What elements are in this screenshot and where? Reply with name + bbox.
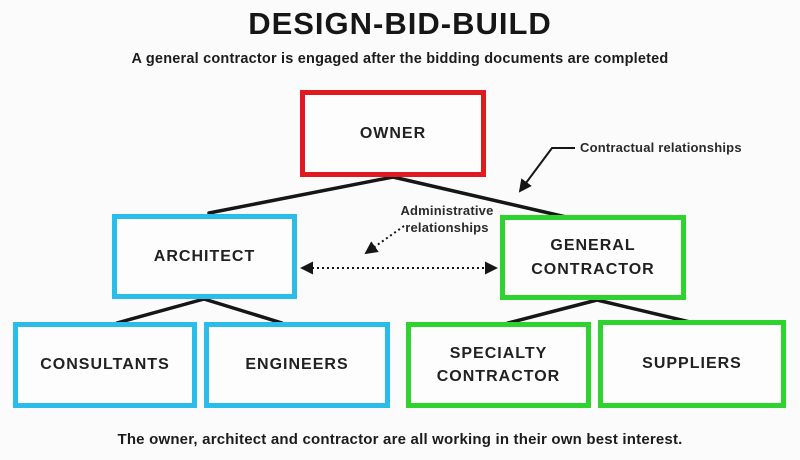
edge-gc-specialty-contractor: [506, 298, 599, 325]
node-consultants: CONSULTANTS: [13, 322, 197, 408]
node-architect: ARCHITECT: [112, 214, 297, 299]
node-architect-label: ARCHITECT: [153, 247, 256, 265]
edge-owner-architect: [207, 175, 395, 215]
node-general-contractor: GENERAL CONTRACTOR: [500, 215, 686, 300]
contractual-relationships-label: Contractual relationships: [580, 140, 742, 155]
node-suppliers: SUPPLIERS: [598, 320, 786, 408]
node-specialty-contractor-label: SPECIALTY CONTRACTOR: [436, 344, 561, 385]
edge-architect-consultants: [115, 297, 206, 325]
node-engineers: ENGINEERS: [204, 322, 390, 408]
node-general-contractor-label: GENERAL CONTRACTOR: [531, 237, 655, 278]
page-title: DESIGN-BID-BUILD: [248, 6, 552, 41]
node-engineers-label: ENGINEERS: [245, 356, 349, 374]
node-specialty-contractor: SPECIALTY CONTRACTOR: [406, 322, 591, 408]
node-consultants-label: CONSULTANTS: [40, 356, 170, 374]
node-owner: OWNER: [300, 90, 486, 177]
administrative-relationships-label: Administrative relationships: [400, 203, 494, 235]
node-suppliers-label: SUPPLIERS: [642, 355, 742, 373]
contractual-callout-arrow: [518, 147, 575, 193]
edge-architect-engineers: [202, 297, 284, 325]
node-owner-label: OWNER: [359, 124, 427, 142]
page-subtitle: A general contractor is engaged after th…: [131, 51, 669, 67]
footer-caption: The owner, architect and contractor are …: [117, 431, 683, 448]
